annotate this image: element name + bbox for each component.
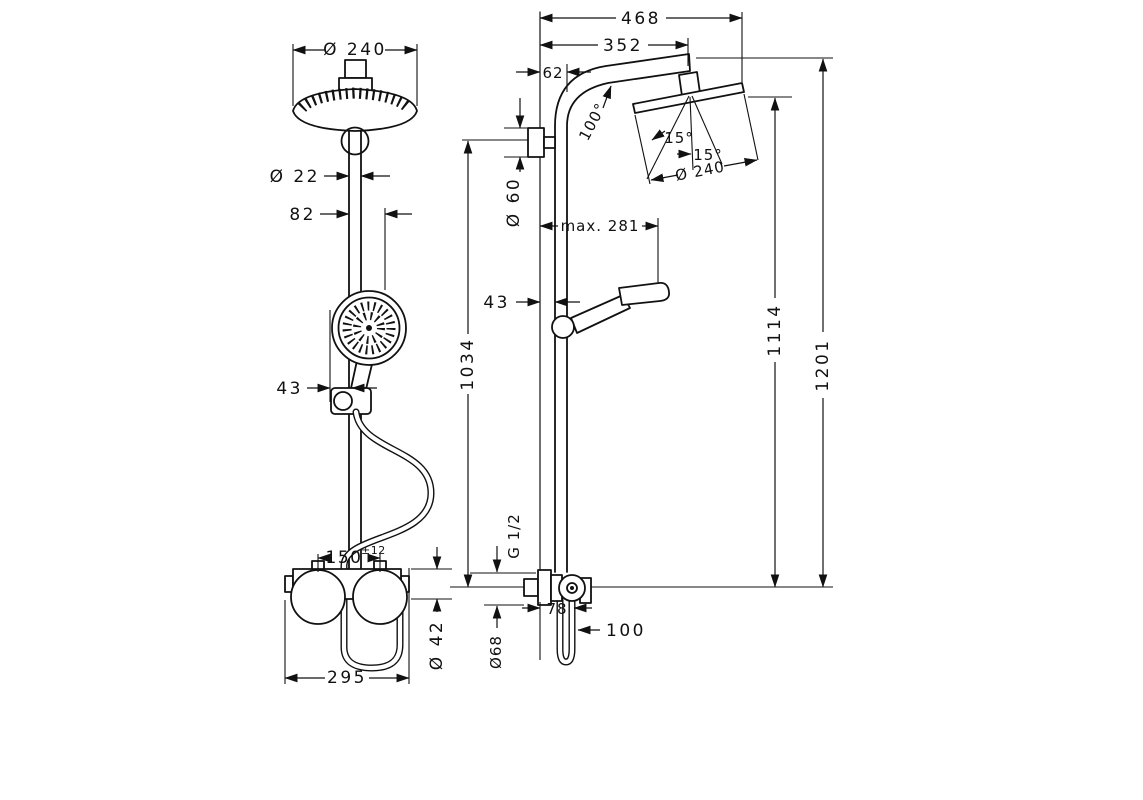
front-wall-ring [340,126,370,156]
dim-label: Ø68 [487,635,505,669]
handle [570,294,631,334]
dim-label: 1114 [765,303,785,356]
side-riser-and-arm [554,53,691,573]
dim-label: Ø 22 [270,167,320,187]
side-thermostat-valve [523,569,592,606]
spray-line-left [646,95,690,180]
dim-label: 100° [575,100,610,144]
dim-front-connection-width: 150 ±12 [317,544,386,572]
side-view: 1034 1114 1201 468 352 [450,9,833,669]
dim-front-overall-width: 295 [284,568,410,688]
dim-tolerance: ±12 [361,544,386,557]
dim-label: 82 [289,205,316,225]
dim-supply-thread: G 1/2 [505,513,523,559]
slider-holder [330,387,372,415]
left-handle [290,569,346,625]
dim-side-wall-to-bar: 43 [483,293,580,313]
dim-side-bar-height: 1034 [458,139,528,588]
front-view: Ø 240 Ø 22 82 [270,40,452,688]
front-hand-shower [330,290,407,415]
dim-label: 100 [606,621,646,641]
dim-label: 295 [327,668,367,688]
pivot-ball [551,315,575,339]
dim-label: Ø 60 [504,177,524,227]
dim-side-valve-depth: 78 [522,600,592,660]
dim-front-valve-diameter: Ø 42 [411,547,452,670]
dim-label: Ø 240 [323,40,387,60]
dim-label: Ø 240 [674,157,727,184]
dim-label: 62 [542,64,563,82]
front-shower-hose [340,408,435,672]
dim-label: 1201 [813,338,833,391]
spray-line-right [691,95,723,165]
dim-label: 15° [693,146,723,164]
dim-label: 352 [603,36,643,56]
front-overhead-shower [292,59,418,132]
front-thermostat-valve [284,560,410,625]
dim-side-head-underside-height: 1114 [748,96,792,588]
side-hand-shower [551,282,670,339]
dim-side-wall-offset: 62 [516,64,591,92]
dim-label: 15° [664,129,694,147]
dim-label: 78 [546,600,567,618]
dim-side-overall-height: 1201 [696,57,833,588]
dim-front-pipe-diameter: Ø 22 [270,167,390,187]
dim-side-max-handshower-reach: max. 281 [539,217,659,286]
side-shower-hose [556,596,576,666]
supply-nipple [523,578,539,597]
dim-side-escutcheon-diameter: Ø68 [470,546,536,669]
dim-side-bracket-diameter: Ø 60 [504,98,528,227]
dim-label: 43 [276,379,303,399]
dim-label: Ø 42 [427,620,447,670]
dim-label: 468 [621,9,661,29]
dim-front-overhead-diameter: Ø 240 [292,40,418,106]
dim-front-handshower-offset: 82 [289,205,412,290]
dim-side-hose-clearance: 100 [577,621,646,641]
right-handle [352,569,408,625]
dim-side-overall-reach: 468 [539,9,743,82]
head-cap [344,59,367,79]
dim-label: 43 [483,293,510,313]
head [618,282,670,306]
side-wall-bracket [527,127,556,158]
dim-side-arm-reach: 352 [539,36,689,66]
dim-front-holder-offset: 43 [276,310,377,402]
dim-label: 150 [326,548,363,568]
dim-label: max. 281 [561,217,640,235]
side-overhead-shower [632,71,745,180]
spray-line-center [689,96,694,171]
dim-label: 1034 [458,337,478,390]
dim-side-head-tilt: 15° 15° [651,129,723,164]
